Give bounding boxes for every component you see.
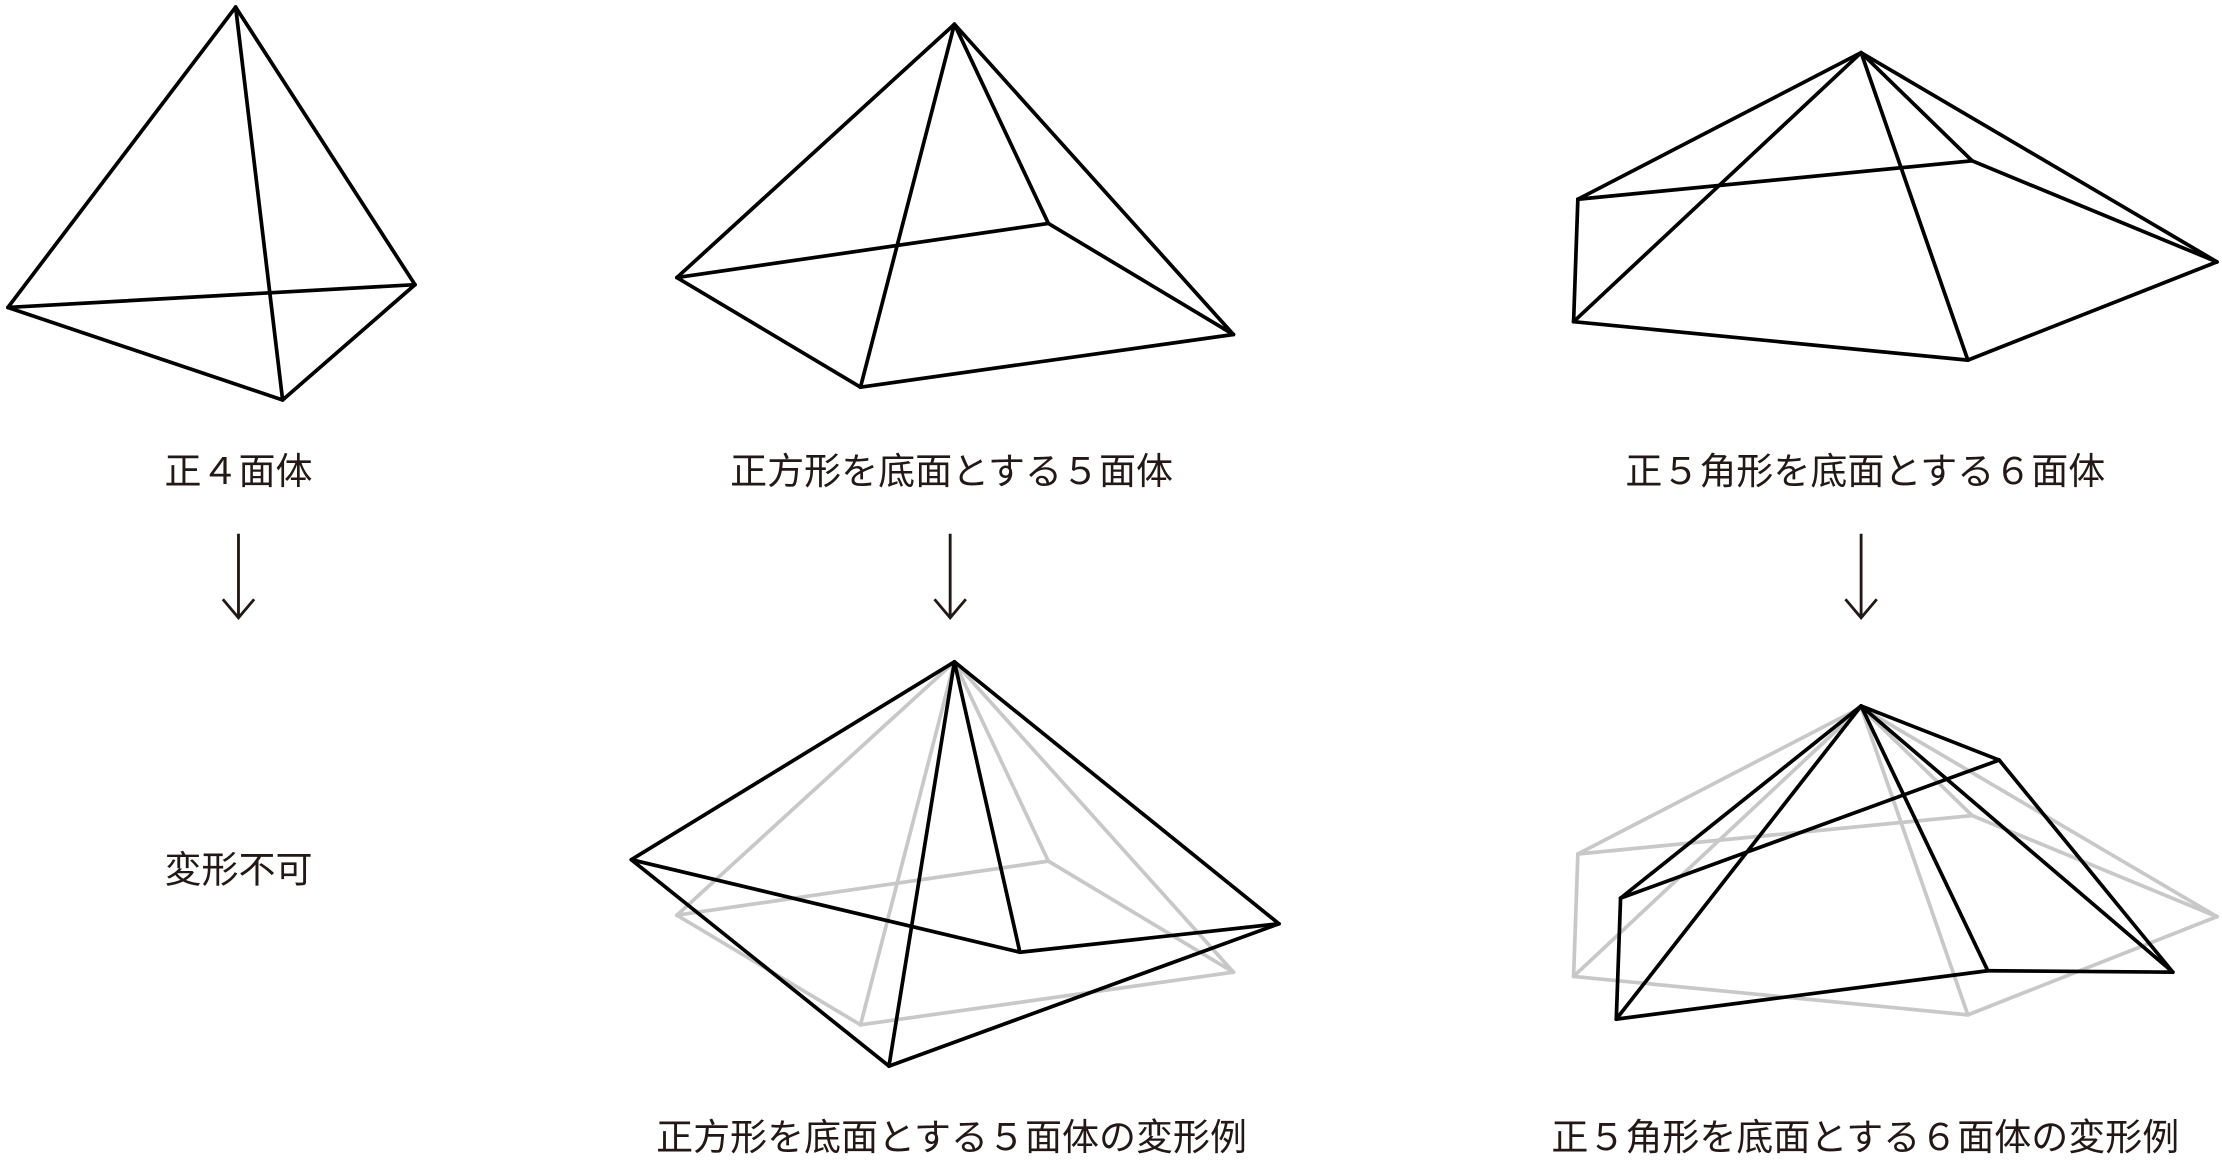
edge — [1859, 705, 1974, 818]
edge — [1859, 50, 2219, 264]
square-pyramid — [675, 22, 1236, 390]
label-square-pyramid: 正方形を底面とする５面体 — [730, 450, 1173, 493]
arrows — [221, 533, 1878, 620]
edge — [952, 660, 1051, 863]
edge — [952, 22, 1236, 337]
label-tetrahedron: 正４面体 — [164, 450, 312, 493]
edge — [1614, 896, 1623, 1021]
edge — [1997, 758, 2175, 975]
edge — [1859, 704, 1990, 973]
arrow-down-icon — [221, 533, 256, 620]
edge — [858, 22, 957, 390]
edge — [233, 5, 285, 402]
edge — [1859, 705, 1970, 1017]
edge — [1985, 968, 2175, 975]
label-pentagon-pyramid: 正５角形を底面とする６面体 — [1625, 450, 2105, 493]
edge — [675, 859, 1051, 918]
edge — [858, 332, 1236, 390]
edge — [1576, 50, 1863, 202]
edge — [1614, 704, 1863, 1021]
edge — [1859, 705, 2219, 919]
edge — [629, 857, 1022, 955]
edge — [858, 660, 957, 1027]
label-pentagon-deformed: 正５角形を底面とする６面体の変形例 — [1551, 1116, 2179, 1159]
edge — [675, 22, 957, 280]
edge — [1571, 974, 1970, 1017]
edge — [1970, 813, 2219, 919]
square-pyramid-deformed — [629, 660, 1281, 1068]
edge — [858, 970, 1236, 1027]
edge — [952, 660, 1281, 926]
edge — [675, 660, 957, 918]
label-tetra-result: 変形不可 — [164, 848, 312, 891]
edge — [1859, 50, 1974, 163]
edge — [1859, 50, 1970, 362]
arrow-down-icon — [1844, 533, 1878, 620]
edge — [1571, 319, 1970, 362]
pentagon-pyramid-deformed — [1614, 704, 2175, 1021]
edge — [1618, 704, 1863, 900]
pentagon-pyramid-original — [1571, 705, 2219, 1017]
edge — [629, 660, 957, 862]
edge — [1571, 197, 1580, 324]
edge — [1966, 914, 2219, 1017]
edge — [675, 221, 1051, 280]
shapes — [6, 5, 2219, 1068]
edge — [6, 5, 238, 310]
edge — [1046, 221, 1236, 337]
edge — [1859, 704, 2175, 975]
edge — [887, 660, 957, 1068]
edge — [6, 305, 285, 402]
edge — [1859, 704, 2002, 762]
label-square-deformed: 正方形を底面とする５面体の変形例 — [656, 1116, 1247, 1159]
arrow-down-icon — [933, 533, 967, 620]
edge — [1576, 813, 1974, 856]
edge — [233, 5, 417, 287]
edge — [629, 857, 891, 1068]
edge — [675, 275, 863, 390]
edge — [1966, 260, 2219, 362]
edge — [1571, 852, 1580, 979]
edge — [952, 22, 1051, 226]
tetrahedron — [6, 5, 417, 402]
edge — [952, 660, 1236, 975]
edge — [1018, 921, 1281, 955]
edge — [1970, 158, 2219, 264]
edge — [1614, 968, 1990, 1021]
edge — [1576, 705, 1863, 856]
edge — [952, 660, 1022, 955]
edge — [1618, 758, 2002, 900]
edge — [887, 921, 1281, 1068]
edge — [1046, 859, 1236, 975]
pentagon-pyramid — [1571, 50, 2219, 362]
edge — [1576, 158, 1974, 202]
edge — [280, 282, 417, 402]
edge — [6, 282, 417, 310]
